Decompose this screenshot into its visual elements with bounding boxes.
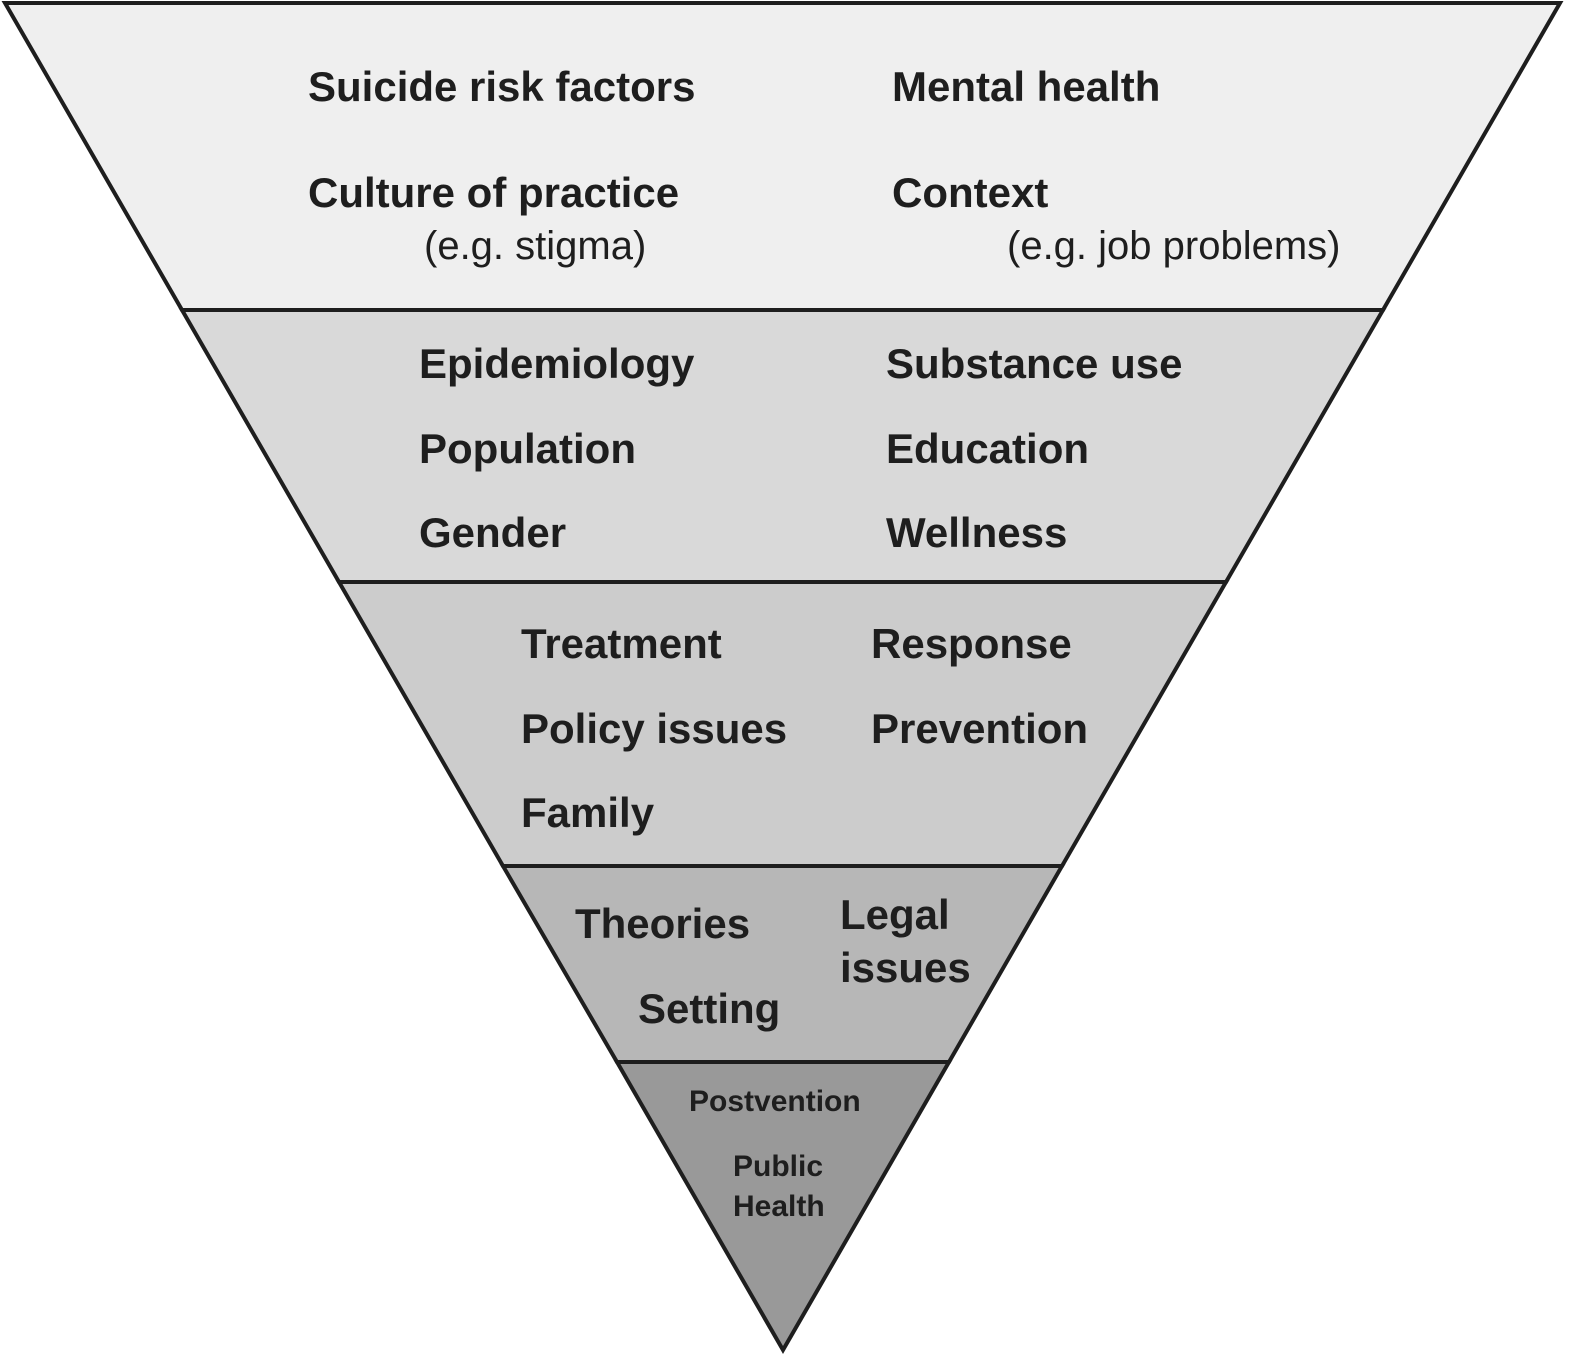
label-setting: Setting [638, 985, 780, 1032]
note-stigma: (e.g. stigma) [424, 224, 646, 268]
label-population: Population [419, 425, 636, 472]
label-mental-health: Mental health [892, 63, 1160, 110]
label-education: Education [886, 425, 1089, 472]
label-public: Public [733, 1150, 823, 1183]
note-job-problems: (e.g. job problems) [1007, 224, 1340, 268]
label-wellness: Wellness [886, 509, 1067, 556]
label-health: Health [733, 1190, 825, 1223]
label-treatment: Treatment [521, 620, 722, 667]
label-context: Context [892, 169, 1048, 216]
label-culture-of-practice: Culture of practice [308, 169, 679, 216]
label-suicide-risk-factors: Suicide risk factors [308, 63, 696, 110]
label-issues: issues [840, 944, 971, 991]
label-gender: Gender [419, 509, 566, 556]
label-substance-use: Substance use [886, 340, 1182, 387]
label-legal: Legal [840, 891, 950, 938]
tier-2-band [178, 308, 1387, 584]
tier-5-band [613, 1060, 953, 1355]
label-response: Response [871, 620, 1072, 667]
tier-4-band [499, 864, 1066, 1064]
label-family: Family [521, 789, 655, 836]
label-epidemiology: Epidemiology [419, 340, 695, 387]
label-prevention: Prevention [871, 705, 1088, 752]
label-policy-issues: Policy issues [521, 705, 787, 752]
label-postvention: Postvention [689, 1085, 861, 1118]
label-theories: Theories [575, 900, 750, 947]
